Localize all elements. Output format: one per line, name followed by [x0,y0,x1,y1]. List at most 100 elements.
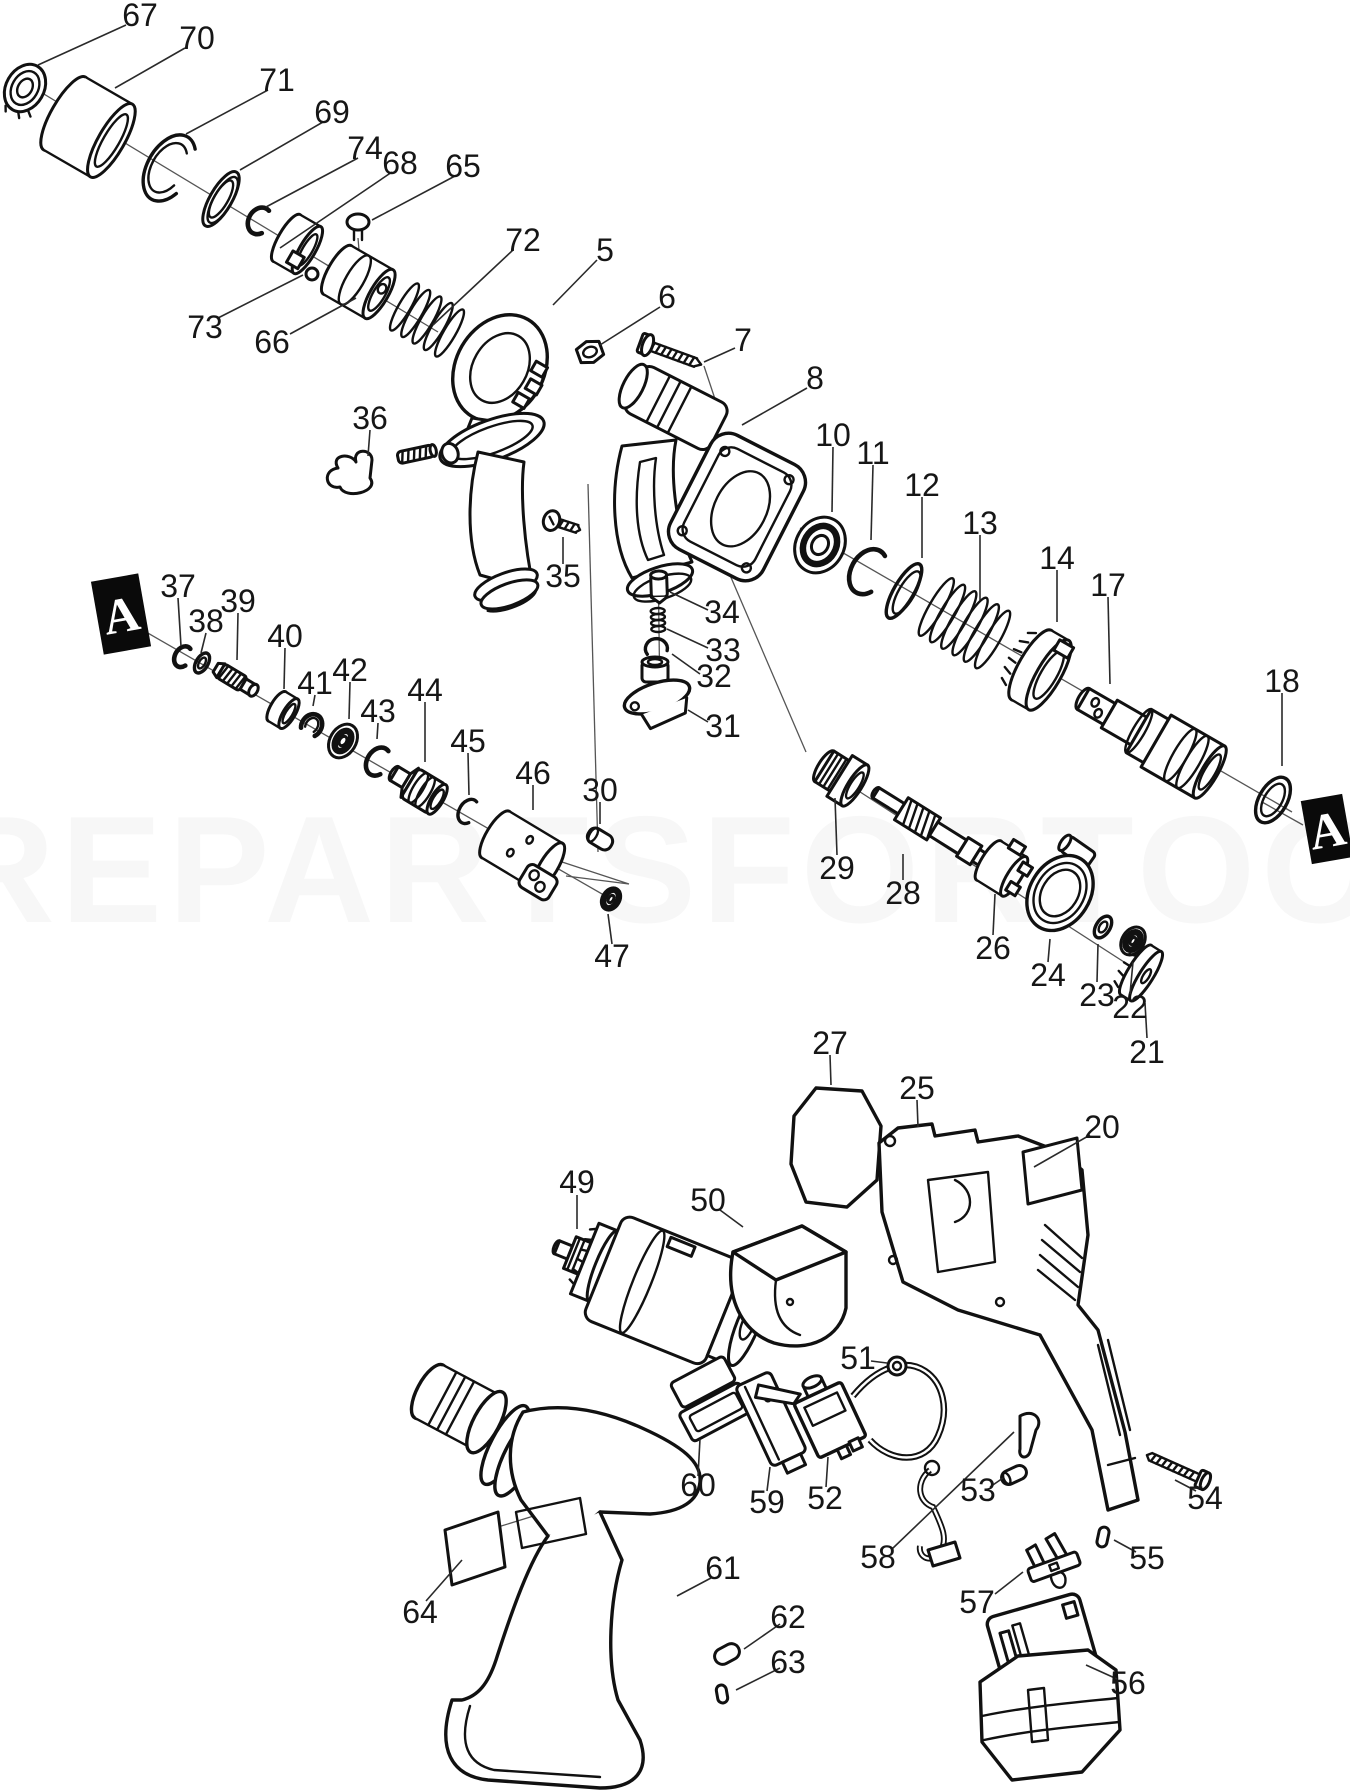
part-drawing-5 [438,313,550,613]
part-label-65: 65 [445,148,481,184]
part-drawing-20 [1021,1136,1084,1206]
part-label-5: 5 [596,232,614,268]
part-label-55: 55 [1129,1540,1165,1576]
leader-line-66 [289,297,357,335]
part-drawing-52 [753,1374,867,1461]
watermark: REPARTSFORTOOLS.COM [0,785,1350,955]
part-drawing-35 [541,509,582,534]
part-drawing-46 [478,809,567,902]
leader-line-37 [177,597,182,647]
part-drawing-50 [728,1224,848,1348]
part-drawing-39 [211,661,260,698]
part-label-49: 49 [559,1164,595,1200]
part-label-62: 62 [770,1599,806,1635]
leader-line-7 [703,347,736,363]
leader-line-27 [829,1054,832,1086]
part-drawing-51 [850,1355,947,1461]
part-label-24: 24 [1030,957,1066,993]
leader-line-26 [992,893,996,936]
leader-line-67 [37,24,127,66]
part-drawing-41 [298,711,325,739]
part-label-21: 21 [1129,1034,1165,1070]
leader-line-60 [697,1438,701,1477]
leader-line-55 [1113,1539,1137,1553]
part-label-52: 52 [807,1480,843,1516]
part-drawing-64 [443,1510,507,1587]
leader-line-59 [766,1466,771,1492]
part-drawing-45 [456,797,479,826]
part-drawing-32 [643,636,670,657]
leader-line-56 [1085,1664,1118,1680]
part-label-61: 61 [705,1550,741,1586]
section-marker-box [90,573,152,655]
part-drawing-33 [649,606,667,634]
leader-line-47 [607,913,613,945]
part-label-31: 31 [705,708,741,744]
part-label-44: 44 [407,672,443,708]
part-drawing-73 [304,266,320,282]
leader-line-52 [825,1456,829,1488]
part-label-66: 66 [254,324,290,360]
part-drawing-11 [846,546,888,597]
part-drawing-65 [345,212,371,242]
leader-line-71 [185,89,269,135]
part-drawing-34 [649,569,669,605]
leader-line-41 [312,694,316,707]
part-drawing-31 [622,655,692,731]
part-label-69: 69 [314,94,350,130]
leader-line-21 [1144,1002,1148,1039]
part-drawing-53 [1000,1463,1028,1487]
part-label-23: 23 [1079,977,1115,1013]
section-marker-box [1300,793,1350,865]
leader-line-73 [217,274,304,319]
section-marker-a-2: A [1300,793,1350,865]
part-label-30: 30 [582,772,618,808]
leader-line-31 [687,709,709,723]
part-drawing-66 [319,243,397,321]
part-label-40: 40 [267,618,303,654]
leader-line-24 [1047,938,1051,963]
part-label-36: 36 [352,400,388,436]
part-drawing-62 [713,1642,741,1666]
part-drawing-68 [269,212,325,276]
part-label-18: 18 [1264,663,1300,699]
part-drawing-8 [613,362,808,603]
part-label-54: 54 [1187,1480,1223,1516]
part-drawing-55 [1095,1525,1111,1549]
part-label-42: 42 [332,652,368,688]
leader-line-38 [200,632,207,654]
part-drawing-74 [245,205,272,237]
part-label-63: 63 [770,1644,806,1680]
part-drawing-60 [669,1355,754,1443]
leader-line-68 [279,171,393,249]
part-drawing-6 [574,339,606,365]
part-label-51: 51 [840,1340,876,1376]
leader-line-53 [989,1477,1004,1488]
part-label-53: 53 [960,1472,996,1508]
leader-line-20 [1033,1134,1091,1168]
part-label-7: 7 [734,322,752,358]
part-drawing-58 [916,1411,1041,1568]
part-drawing-23 [1092,914,1114,940]
part-label-6: 6 [658,279,676,315]
part-label-64: 64 [402,1594,438,1630]
part-label-28: 28 [885,875,921,911]
part-drawing-17 [1074,686,1228,800]
part-drawing-27 [789,1086,883,1209]
part-label-20: 20 [1084,1109,1120,1145]
leader-line-6 [599,306,661,346]
leader-line-61 [676,1577,712,1597]
part-label-33: 33 [705,632,741,668]
part-label-37: 37 [160,568,196,604]
leader-line-50 [719,1209,744,1228]
part-drawing-57 [1025,1532,1082,1589]
part-drawing-71 [141,133,197,203]
part-label-71: 71 [259,62,295,98]
part-drawing-37 [171,644,193,670]
leader-line-29 [834,797,838,856]
part-label-17: 17 [1090,567,1126,603]
leader-line-62 [743,1623,781,1650]
leader-line-8 [741,387,808,426]
